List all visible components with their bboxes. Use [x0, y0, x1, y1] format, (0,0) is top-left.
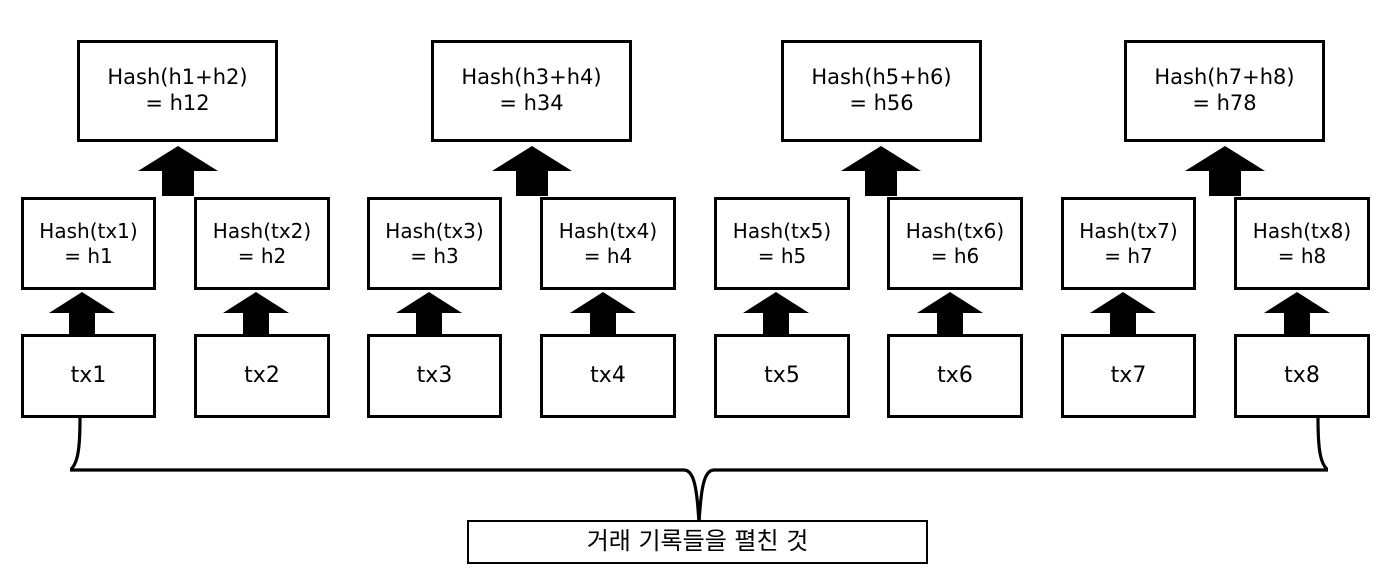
- leaf-hash-box-2: Hash(tx3) = h3: [367, 197, 502, 290]
- top-hash-box-3-line1: Hash(h7+h8): [1154, 65, 1295, 90]
- leaf-hash-box-3-line1: Hash(tx4): [558, 219, 658, 244]
- caption-box: 거래 기록들을 펼친 것: [467, 520, 928, 564]
- top-hash-box-2: Hash(h5+h6) = h56: [781, 40, 982, 142]
- up-arrow-small-0: [49, 292, 115, 334]
- tx-box-0: tx1: [21, 334, 156, 418]
- leaf-hash-box-1: Hash(tx2) = h2: [194, 197, 330, 290]
- tx-box-6: tx7: [1061, 334, 1196, 418]
- leaf-hash-box-1-line2: = h2: [237, 243, 287, 268]
- leaf-hash-box-3-line2: = h4: [583, 243, 633, 268]
- leaf-hash-box-2-line1: Hash(tx3): [385, 219, 484, 244]
- leaf-hash-box-0-line2: = h1: [64, 243, 113, 268]
- curly-brace: [70, 418, 1328, 523]
- leaf-hash-box-4-line2: = h5: [757, 243, 807, 268]
- leaf-hash-box-4: Hash(tx5) = h5: [714, 197, 850, 290]
- tx-box-5-label: tx6: [937, 362, 973, 388]
- tx-box-4: tx5: [714, 334, 850, 418]
- tx-box-2-label: tx3: [416, 362, 453, 388]
- top-hash-box-3: Hash(h7+h8) = h78: [1124, 40, 1325, 142]
- up-arrow-large-3: [1185, 146, 1265, 196]
- leaf-hash-box-7-line1: Hash(tx8): [1252, 219, 1352, 244]
- tx-box-7: tx8: [1234, 334, 1370, 418]
- leaf-hash-box-5-line2: = h6: [930, 243, 980, 268]
- up-arrow-small-4: [743, 292, 809, 334]
- leaf-hash-box-4-line1: Hash(tx5): [732, 219, 832, 244]
- tx-box-0-label: tx1: [70, 362, 107, 388]
- up-arrow-small-6: [1090, 292, 1156, 334]
- top-hash-box-1: Hash(h3+h4) = h34: [431, 40, 632, 142]
- top-hash-box-2-line1: Hash(h5+h6): [811, 65, 952, 90]
- up-arrow-large-1: [492, 146, 572, 196]
- up-arrow-small-1: [223, 292, 289, 334]
- top-hash-box-3-line2: = h78: [1192, 91, 1257, 115]
- up-arrow-small-5: [917, 292, 983, 334]
- leaf-hash-box-2-line2: = h3: [410, 243, 459, 268]
- tx-box-4-label: tx5: [764, 362, 800, 388]
- leaf-hash-box-7: Hash(tx8) = h8: [1234, 197, 1370, 290]
- tx-box-6-label: tx7: [1110, 362, 1147, 388]
- tx-box-2: tx3: [367, 334, 502, 418]
- leaf-hash-box-6-line2: = h7: [1104, 243, 1153, 268]
- leaf-hash-box-6: Hash(tx7) = h7: [1061, 197, 1196, 290]
- up-arrow-small-7: [1264, 292, 1330, 334]
- up-arrow-small-2: [396, 292, 462, 334]
- top-hash-box-0: Hash(h1+h2) = h12: [77, 40, 278, 142]
- up-arrow-large-0: [138, 146, 218, 196]
- top-hash-box-0-line2: = h12: [145, 91, 210, 115]
- leaf-hash-box-0-line1: Hash(tx1): [39, 219, 138, 244]
- leaf-hash-box-0: Hash(tx1) = h1: [21, 197, 156, 290]
- leaf-hash-box-5-line1: Hash(tx6): [905, 219, 1005, 244]
- leaf-hash-box-3: Hash(tx4) = h4: [540, 197, 676, 290]
- leaf-hash-box-1-line1: Hash(tx2): [212, 219, 312, 244]
- leaf-hash-box-5: Hash(tx6) = h6: [887, 197, 1023, 290]
- leaf-hash-box-6-line1: Hash(tx7): [1079, 219, 1178, 244]
- top-hash-box-2-line2: = h56: [849, 91, 914, 115]
- tx-box-1-label: tx2: [244, 362, 280, 388]
- tx-box-3: tx4: [540, 334, 676, 418]
- tx-box-3-label: tx4: [590, 362, 626, 388]
- tx-box-5: tx6: [887, 334, 1023, 418]
- caption-text: 거래 기록들을 펼친 것: [586, 527, 809, 556]
- top-hash-box-1-line2: = h34: [499, 91, 564, 115]
- tx-box-1: tx2: [194, 334, 330, 418]
- leaf-hash-box-7-line2: = h8: [1277, 243, 1327, 268]
- up-arrow-large-2: [841, 146, 921, 196]
- top-hash-box-0-line1: Hash(h1+h2): [107, 65, 248, 90]
- top-hash-box-1-line1: Hash(h3+h4): [461, 65, 602, 90]
- tx-box-7-label: tx8: [1284, 362, 1320, 388]
- up-arrow-small-3: [570, 292, 636, 334]
